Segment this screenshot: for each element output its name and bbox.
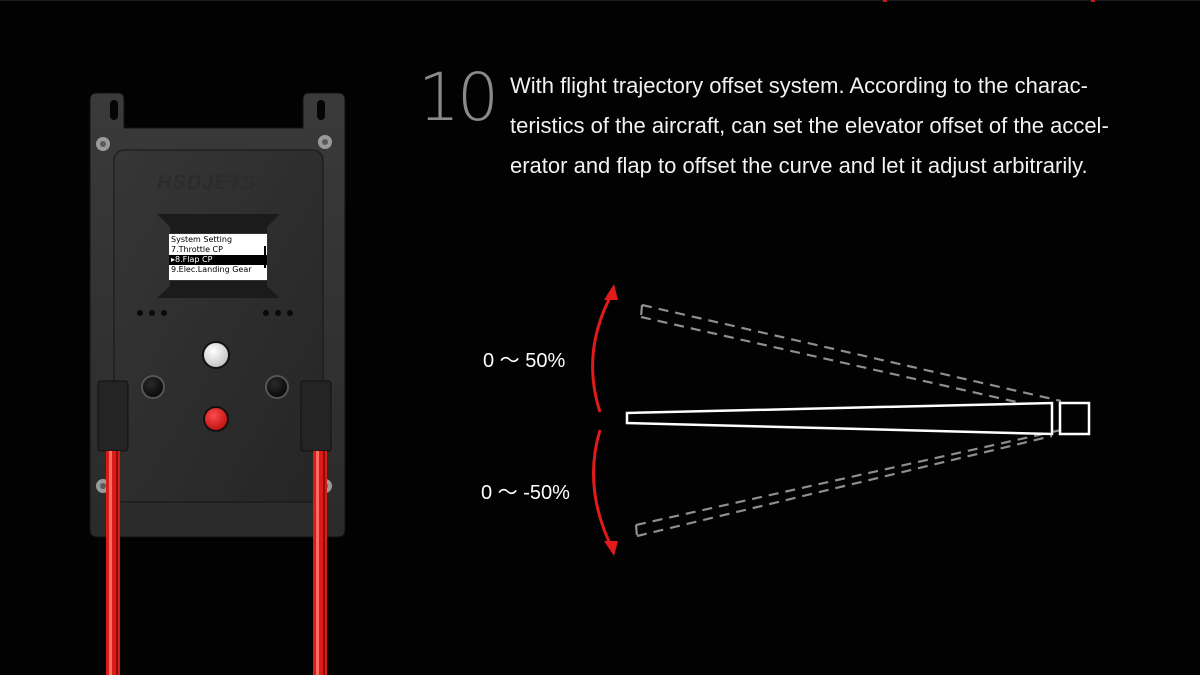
- screen-title: System Setting: [171, 235, 233, 244]
- red-cable: [106, 451, 327, 675]
- right-button[interactable]: [265, 375, 289, 399]
- description-line: teristics of the aircraft, can set the e…: [510, 113, 1109, 138]
- vent-holes: [137, 310, 293, 316]
- white-button[interactable]: [202, 341, 230, 369]
- control-surface: [625, 401, 1091, 436]
- description-line: erator and flap to offset the curve and …: [510, 153, 1088, 178]
- offset-surface-dashed: [634, 303, 1062, 538]
- cable-clamp: [97, 380, 332, 452]
- screen-menu-item-selected: ▸8.Flap CP: [169, 255, 267, 265]
- arrowhead-icon: [604, 284, 618, 556]
- left-button[interactable]: [141, 375, 165, 399]
- device-body: [113, 149, 324, 503]
- screen-menu-item: 7.Throttle CP: [171, 245, 223, 254]
- brand-logo: HSDJETS: [157, 172, 257, 194]
- oled-screen: System Setting 7.Throttle CP ▸8.Flap CP …: [168, 233, 268, 281]
- top-accent-mark: [1091, 0, 1095, 2]
- description-line: With flight trajectory offset system. Ac…: [510, 73, 1088, 98]
- top-accent-mark: [883, 0, 887, 2]
- feature-description: With flight trajectory offset system. Ac…: [510, 66, 1190, 186]
- screen-menu-item: 9.Elec.Landing Gear: [171, 265, 252, 274]
- scrollbar: [264, 246, 266, 268]
- down-range-label: 0 ～ -50%: [481, 482, 570, 504]
- red-button[interactable]: [203, 406, 229, 432]
- feature-number: 10: [418, 59, 499, 136]
- up-range-label: 0 ～ 50%: [483, 350, 566, 372]
- offset-range-arrow: [591, 289, 616, 553]
- top-divider: [0, 0, 1200, 1]
